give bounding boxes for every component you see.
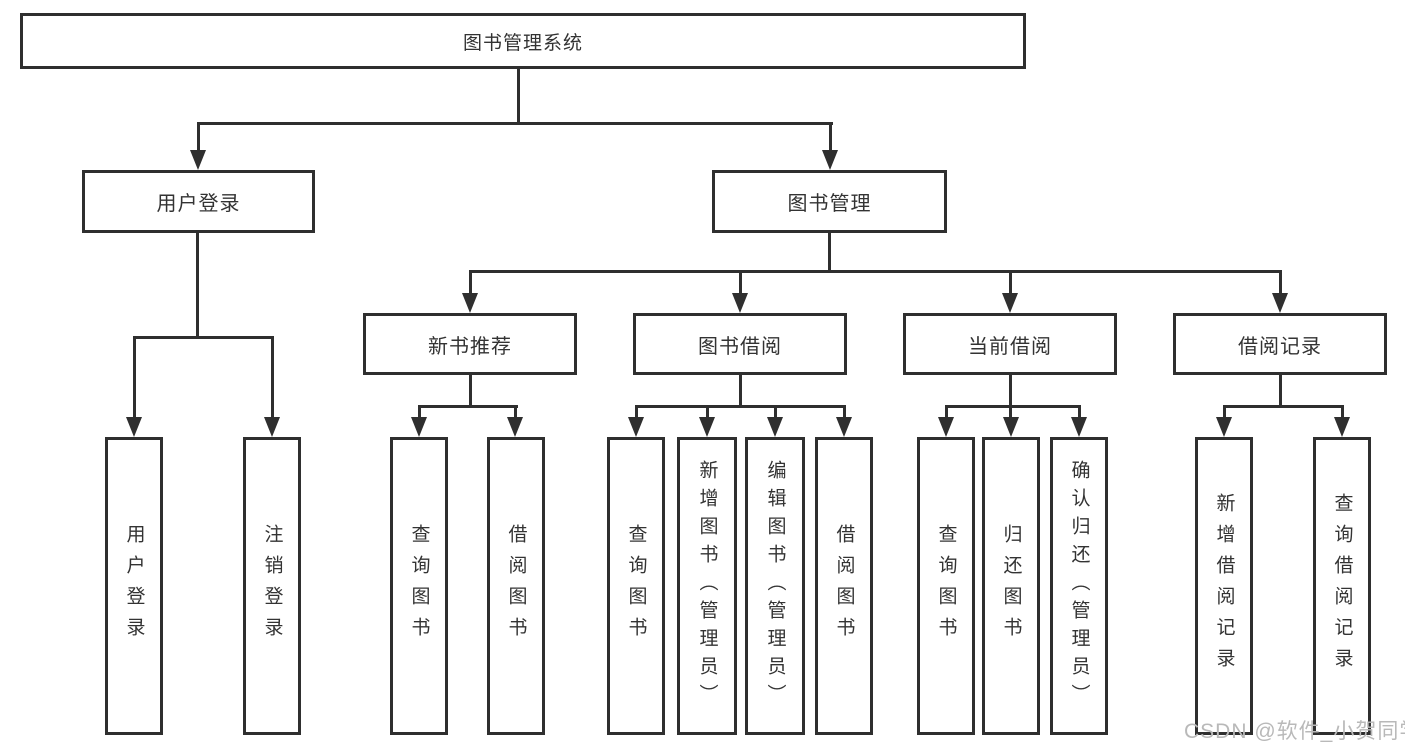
leaf-borrow-books-recommend: 借阅图书	[487, 437, 545, 735]
leaf-label: 编辑图书（管理员）	[764, 460, 786, 712]
node-label: 图书借阅	[698, 335, 782, 358]
connector-leaf-drop	[843, 405, 846, 419]
arrow-down-icon	[1272, 293, 1288, 313]
connector-leaf-drop	[945, 405, 948, 419]
connector-group-stem	[469, 375, 472, 405]
connector-leaf-drop	[133, 336, 136, 419]
leaf-query-books-current: 查询图书	[917, 437, 975, 735]
arrow-down-icon	[1216, 417, 1232, 437]
connector-leaf-drop	[418, 405, 421, 419]
arrow-down-icon	[1071, 417, 1087, 437]
node-user-login-branch: 用户登录	[82, 170, 315, 233]
connector-level3-hline	[469, 270, 1282, 273]
connector-book-mgmt-stem	[828, 233, 831, 270]
connector-level2-hline	[197, 122, 833, 125]
connector-user-login-stem	[196, 233, 199, 336]
leaf-label: 查询图书	[408, 524, 430, 648]
node-label: 用户登录	[156, 193, 241, 215]
leaf-label: 注销登录	[261, 524, 283, 648]
node-book-management: 图书管理	[712, 170, 947, 233]
arrow-down-icon	[699, 417, 715, 437]
connector-level3-drop	[1009, 270, 1012, 296]
leaf-query-books-borrow: 查询图书	[607, 437, 665, 735]
node-label: 当前借阅	[968, 335, 1052, 358]
arrow-down-icon	[462, 293, 478, 313]
connector-leaf-drop	[1078, 405, 1081, 419]
leaf-label: 归还图书	[1000, 524, 1022, 648]
connector-user-login-hline	[133, 336, 274, 339]
leaf-label: 查询图书	[935, 524, 957, 648]
connector-group-stem	[1279, 375, 1282, 405]
connector-level3-drop	[469, 270, 472, 296]
leaf-borrow-books: 借阅图书	[815, 437, 873, 735]
arrow-down-icon	[938, 417, 954, 437]
node-label: 图书管理	[787, 193, 872, 215]
arrow-down-icon	[767, 417, 783, 437]
csdn-watermark: CSDN @软件_小贺同学	[1184, 720, 1405, 743]
connector-group-stem	[739, 375, 742, 405]
leaf-label: 借阅图书	[833, 524, 855, 648]
arrow-down-icon	[190, 150, 206, 170]
connector-group-hline	[945, 405, 1081, 408]
connector-group-hline	[1223, 405, 1344, 408]
leaf-query-books-recommend: 查询图书	[390, 437, 448, 735]
leaf-label: 用户登录	[123, 524, 145, 648]
node-book-management-system: 图书管理系统	[20, 13, 1026, 69]
leaf-user-login: 用户登录	[105, 437, 163, 735]
leaf-edit-books-admin: 编辑图书（管理员）	[745, 437, 805, 735]
connector-level3-drop	[739, 270, 742, 296]
connector-book-mgmt-drop	[829, 122, 832, 154]
leaf-label: 新增借阅记录	[1213, 493, 1235, 679]
leaf-add-borrow-record: 新增借阅记录	[1195, 437, 1253, 735]
arrow-down-icon	[1002, 293, 1018, 313]
node-label: 新书推荐	[428, 335, 512, 358]
connector-level3-drop	[1279, 270, 1282, 296]
node-new-book-recommend: 新书推荐	[363, 313, 577, 375]
leaf-label: 查询图书	[625, 524, 647, 648]
leaf-label: 查询借阅记录	[1331, 493, 1353, 679]
connector-group-hline	[635, 405, 845, 408]
arrow-down-icon	[1334, 417, 1350, 437]
connector-leaf-drop	[271, 336, 274, 419]
arrow-down-icon	[264, 417, 280, 437]
connector-leaf-drop	[706, 405, 709, 419]
node-label: 借阅记录	[1238, 335, 1322, 358]
connector-leaf-drop	[1009, 405, 1012, 419]
connector-leaf-drop	[1223, 405, 1226, 419]
leaf-return-books: 归还图书	[982, 437, 1040, 735]
arrow-down-icon	[507, 417, 523, 437]
arrow-down-icon	[411, 417, 427, 437]
connector-leaf-drop	[514, 405, 517, 419]
leaf-confirm-return-admin: 确认归还（管理员）	[1050, 437, 1108, 735]
connector-group-stem	[1009, 375, 1012, 405]
arrow-down-icon	[732, 293, 748, 313]
node-borrow-records: 借阅记录	[1173, 313, 1387, 375]
connector-leaf-drop	[774, 405, 777, 419]
node-current-borrow: 当前借阅	[903, 313, 1117, 375]
connector-root-stem	[517, 68, 520, 122]
leaf-label: 新增图书（管理员）	[696, 460, 718, 712]
arrow-down-icon	[126, 417, 142, 437]
leaf-label: 借阅图书	[505, 524, 527, 648]
arrow-down-icon	[628, 417, 644, 437]
node-book-borrow: 图书借阅	[633, 313, 847, 375]
connector-group-hline	[418, 405, 518, 408]
leaf-label: 确认归还（管理员）	[1068, 460, 1090, 712]
connector-leaf-drop	[1341, 405, 1344, 419]
arrow-down-icon	[1003, 417, 1019, 437]
connector-user-login-drop	[197, 122, 200, 154]
leaf-add-books-admin: 新增图书（管理员）	[677, 437, 737, 735]
node-label: 图书管理系统	[462, 32, 583, 54]
arrow-down-icon	[822, 150, 838, 170]
arrow-down-icon	[836, 417, 852, 437]
leaf-logout: 注销登录	[243, 437, 301, 735]
connector-leaf-drop	[635, 405, 638, 419]
leaf-query-borrow-record: 查询借阅记录	[1313, 437, 1371, 735]
